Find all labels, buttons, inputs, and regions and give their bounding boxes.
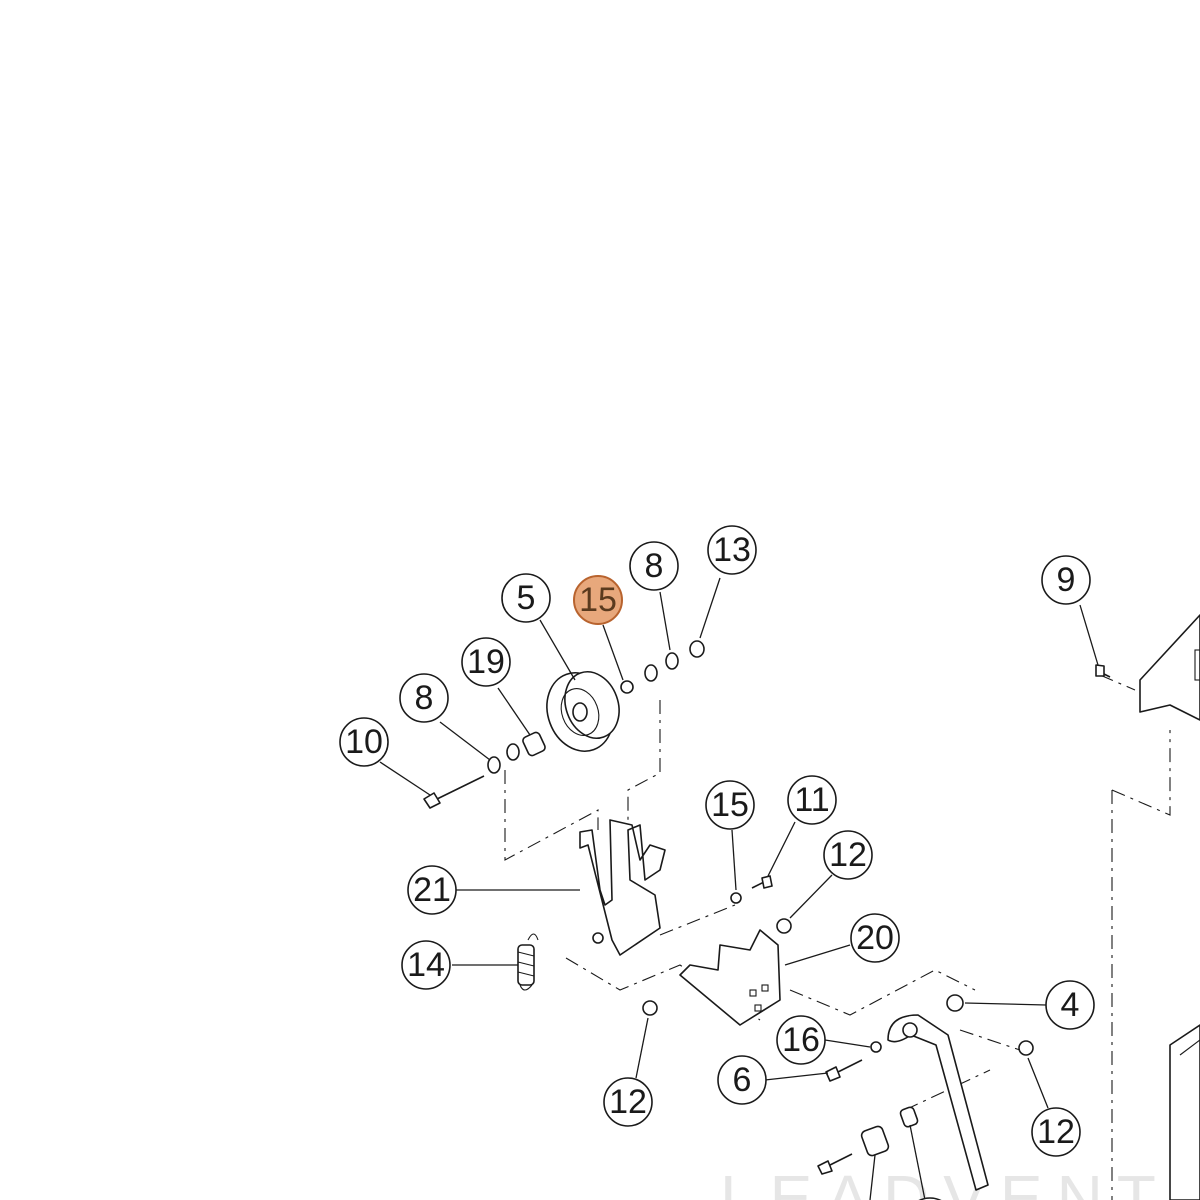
frame-box-right — [1169, 1024, 1200, 1200]
callout-12-lower-right[interactable]: 12 — [1031, 1107, 1081, 1157]
frame-bracket-right — [1139, 614, 1200, 721]
nut-part-16 — [870, 1041, 882, 1053]
lever-arm — [887, 1014, 989, 1191]
bolt-part-11 — [751, 875, 773, 889]
svg-text:14: 14 — [407, 946, 445, 984]
washer-part-4 — [946, 994, 964, 1012]
svg-text:8: 8 — [645, 547, 664, 585]
svg-text:10: 10 — [345, 723, 383, 761]
callout-5[interactable]: 5 — [501, 573, 551, 623]
bolt-part-10 — [423, 775, 485, 809]
callout-12-upper[interactable]: 12 — [823, 830, 873, 880]
svg-text:13: 13 — [713, 531, 751, 569]
callout-11[interactable]: 11 — [787, 775, 837, 825]
nut-part-12-lower-right — [1018, 1040, 1034, 1056]
svg-text:11: 11 — [794, 781, 829, 819]
svg-text:12: 12 — [609, 1083, 647, 1121]
callout-15-lower[interactable]: 15 — [705, 780, 755, 830]
nut-part-13 — [689, 640, 705, 658]
bolt-part-lower — [817, 1153, 853, 1175]
callout-21[interactable]: 21 — [407, 865, 457, 915]
callout-6[interactable]: 6 — [717, 1055, 767, 1105]
svg-text:4: 4 — [1061, 986, 1080, 1024]
washer-part-8-right — [665, 652, 679, 670]
washer-part-left — [506, 743, 520, 761]
svg-text:6: 6 — [733, 1061, 752, 1099]
svg-text:12: 12 — [1037, 1113, 1075, 1151]
watermark-text: LEADVENTURE — [720, 1162, 1200, 1200]
svg-text:15: 15 — [579, 581, 617, 619]
callouts: 5 15 8 13 19 8 10 9 15 11 12 — [339, 525, 1095, 1200]
leader-lines — [379, 577, 1099, 1200]
callout-8-lower[interactable]: 8 — [399, 673, 449, 723]
svg-text:19: 19 — [467, 643, 505, 681]
callout-20[interactable]: 20 — [850, 913, 900, 963]
spring-part-14 — [517, 933, 539, 991]
svg-text:16: 16 — [782, 1021, 820, 1059]
svg-text:20: 20 — [856, 919, 894, 957]
svg-text:8: 8 — [415, 679, 434, 717]
pulley-part-5 — [546, 671, 620, 752]
washer-part-8-left — [487, 756, 501, 774]
callout-19[interactable]: 19 — [461, 637, 511, 687]
idler-bracket-part-21 — [579, 819, 666, 956]
svg-text:15: 15 — [711, 786, 749, 824]
bolt-part-9 — [1095, 664, 1111, 678]
svg-text:21: 21 — [413, 871, 451, 909]
nut-part-12-lower-left — [642, 1000, 658, 1016]
callout-4[interactable]: 4 — [1045, 980, 1095, 1030]
spacer-part-19 — [522, 731, 546, 757]
callout-10[interactable]: 10 — [339, 717, 389, 767]
bolt-part-6 — [825, 1059, 863, 1082]
nut-part-12-upper — [776, 918, 792, 934]
bracket-part-20 — [679, 929, 781, 1026]
callout-12-lower-left[interactable]: 12 — [603, 1077, 653, 1127]
svg-text:5: 5 — [517, 579, 536, 617]
nut-part-15-lower — [730, 892, 742, 904]
callout-15-highlighted[interactable]: 15 — [573, 575, 623, 625]
callout-9[interactable]: 9 — [1041, 555, 1091, 605]
callout-8-upper[interactable]: 8 — [629, 541, 679, 591]
svg-text:12: 12 — [829, 836, 867, 874]
svg-text:9: 9 — [1057, 561, 1076, 599]
spacer-part-lower — [860, 1106, 919, 1157]
nut-part-15-upper — [620, 680, 634, 694]
callout-16[interactable]: 16 — [776, 1015, 826, 1065]
parts — [423, 614, 1200, 1200]
watermark: LEADVENTURE — [720, 1162, 1200, 1200]
washer-part-mid — [644, 664, 658, 682]
callout-14[interactable]: 14 — [401, 940, 451, 990]
callout-13[interactable]: 13 — [707, 525, 757, 575]
